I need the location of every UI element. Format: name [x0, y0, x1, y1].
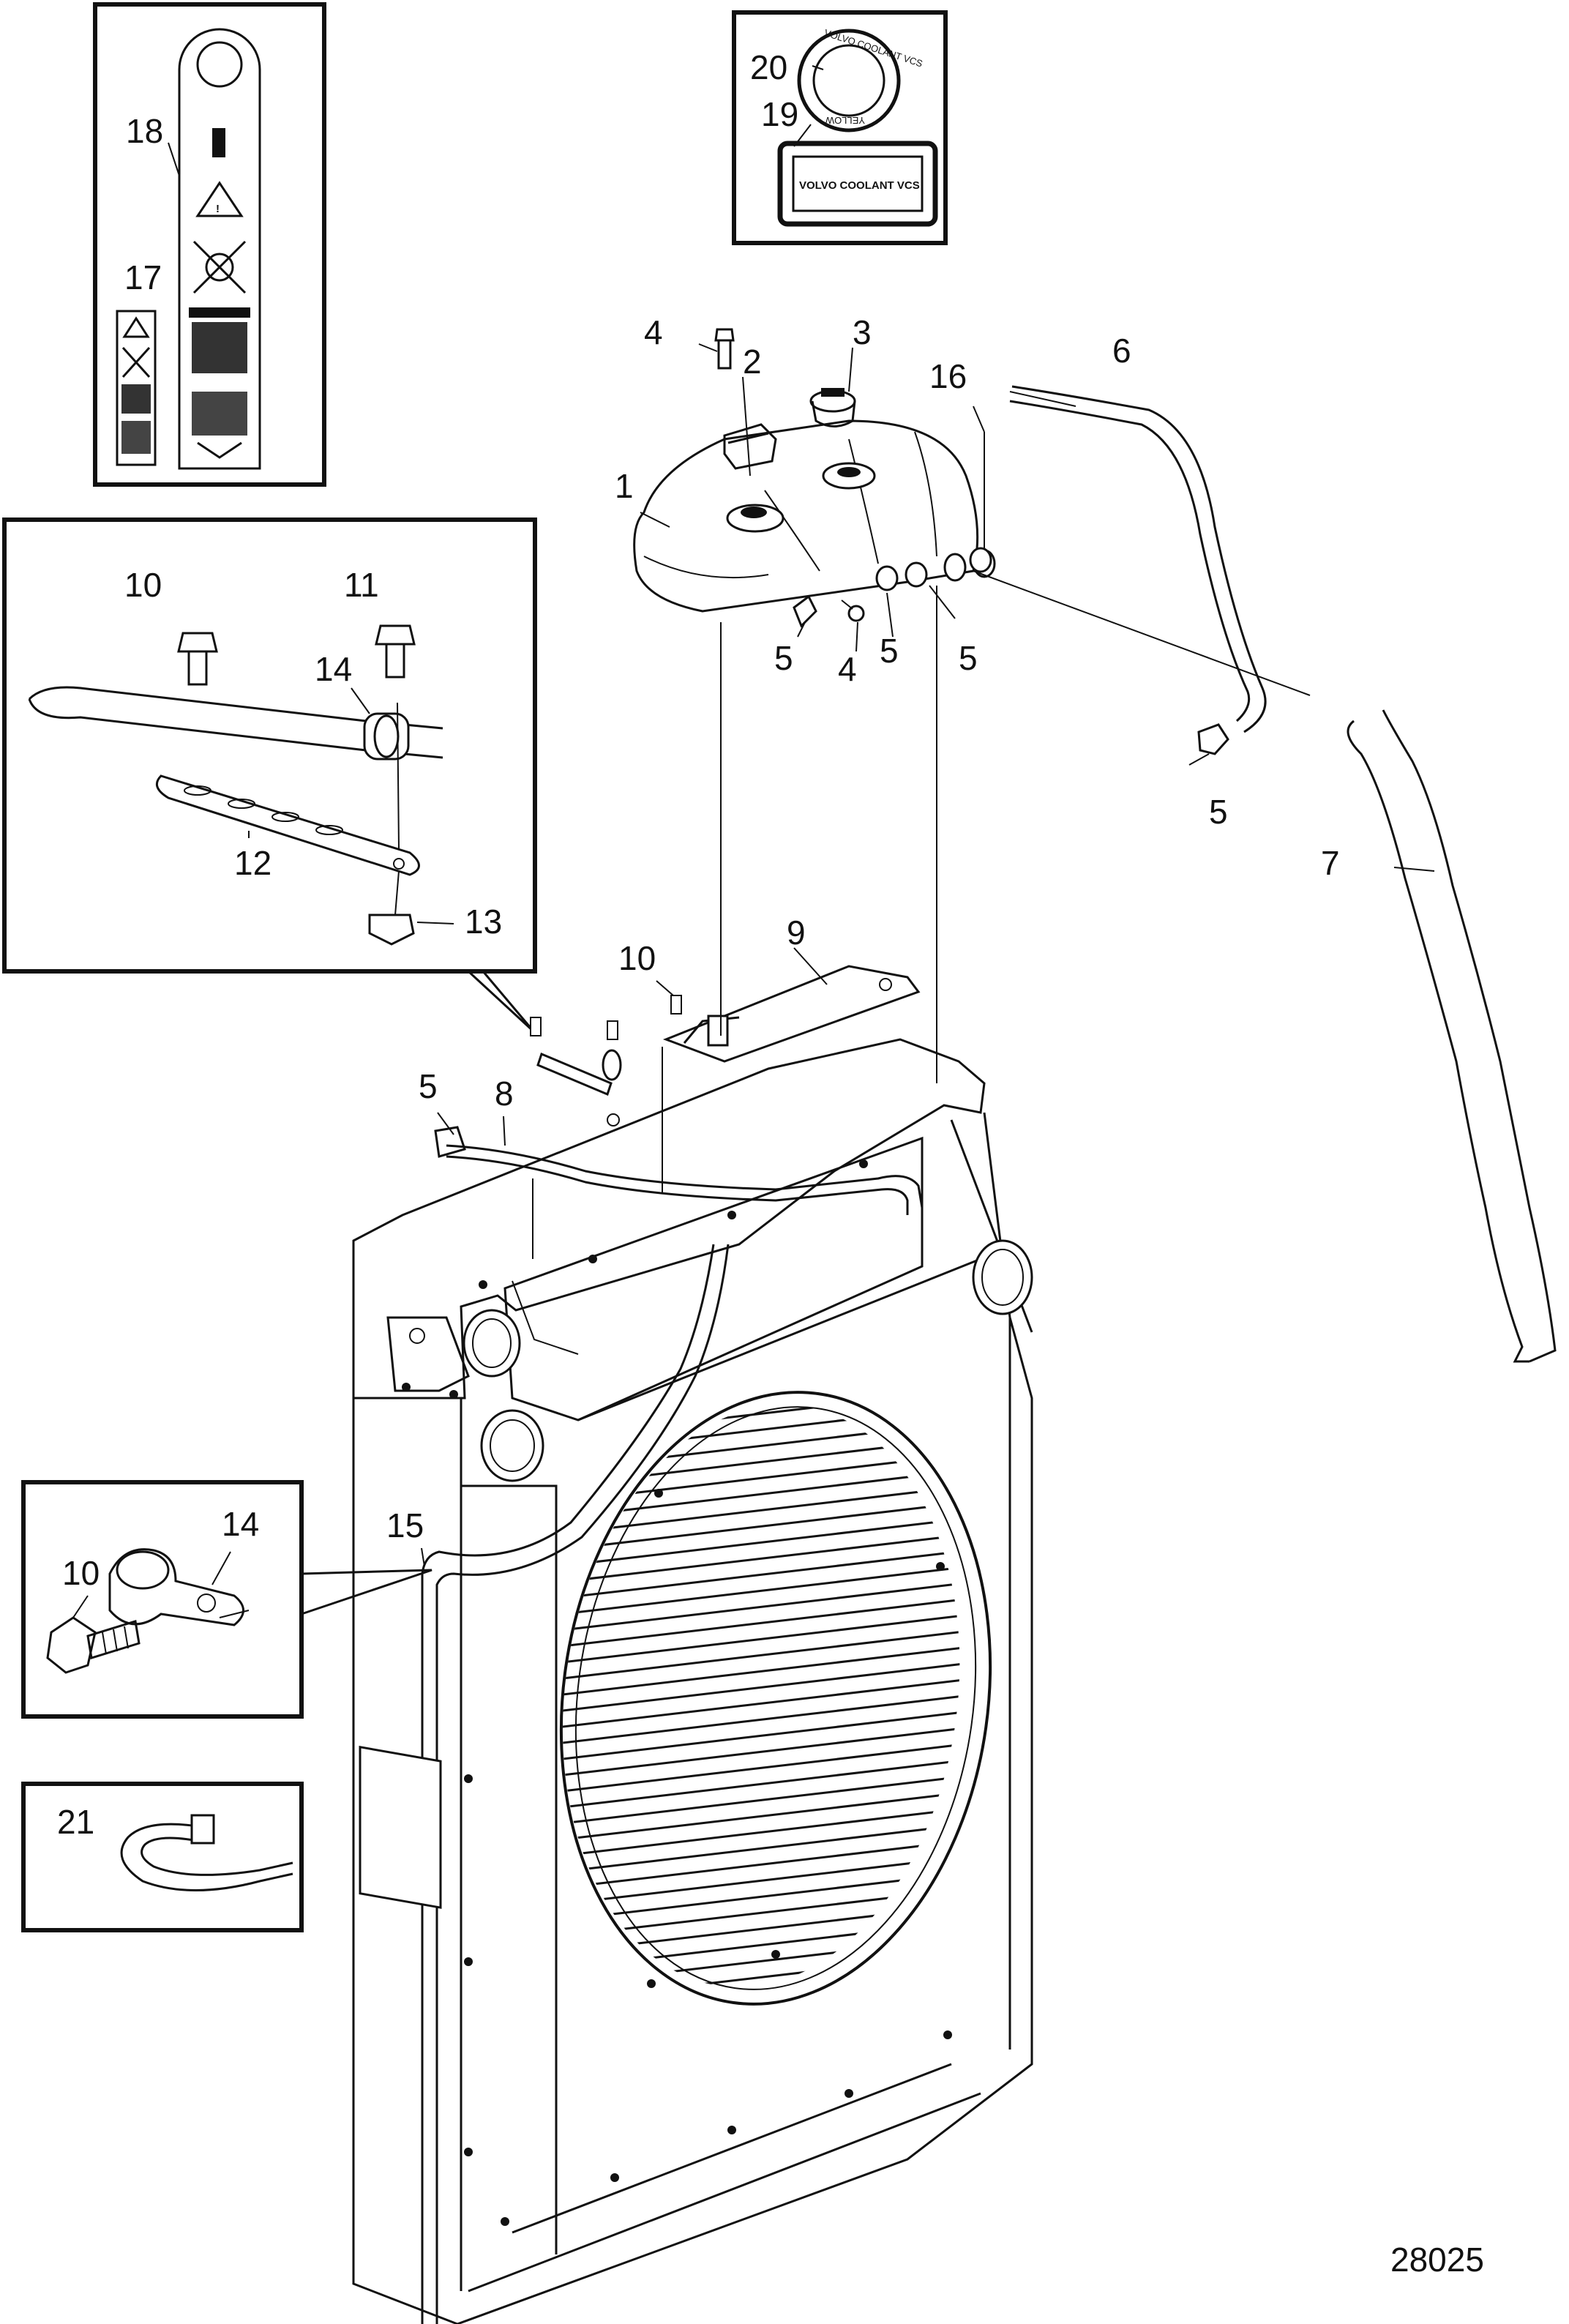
- fin-line: [555, 1820, 996, 1874]
- fin-line: [555, 1562, 996, 1616]
- fin-line: [555, 1626, 996, 1681]
- decal-inset-box: ! 17 18: [93, 2, 326, 487]
- label-14-inset: 14: [315, 650, 352, 688]
- label-4-bottom: 4: [838, 650, 857, 688]
- label-12: 12: [234, 844, 272, 882]
- mounting-holes: [402, 1159, 952, 2226]
- fin-line: [555, 1514, 996, 1568]
- hose-7: [1347, 709, 1557, 1363]
- fin-line: [555, 1546, 996, 1600]
- clamp-bolt-inset-box: 10 14: [21, 1480, 304, 1719]
- fin-line: [555, 1997, 996, 2014]
- radiator-core: [352, 1038, 1033, 2324]
- hose-bracket-inset-box: 10 11 14 12 13: [2, 518, 537, 974]
- label-18: 18: [126, 112, 163, 150]
- fin-line: [555, 1498, 996, 1552]
- fin-line: [555, 1675, 996, 1729]
- label-7: 7: [1321, 844, 1340, 882]
- leader-lines: [421, 343, 1435, 1567]
- coolant-plate-text: VOLVO COOLANT VCS: [799, 179, 920, 192]
- coolant-decal-inset-box: VOLVO COOLANT VCS YELLOW VOLVO COOLANT V…: [732, 10, 948, 245]
- bolt-4-bottom: [841, 599, 865, 622]
- label-15: 15: [386, 1506, 424, 1544]
- fin-line: [555, 1804, 996, 1858]
- radiator-pipes: [386, 1239, 1033, 1482]
- svg-text:!: !: [216, 203, 220, 215]
- label-4-top: 4: [644, 313, 663, 351]
- label-5-e: 5: [419, 1067, 438, 1105]
- clamp-5-hose: [1197, 723, 1229, 755]
- label-10-inset: 10: [124, 566, 162, 604]
- label-20: 20: [750, 48, 787, 86]
- fin-line: [555, 1755, 996, 1809]
- bracket-9: [662, 965, 921, 1063]
- cap-color-text: YELLOW: [825, 115, 865, 126]
- label-10-lower-inset: 10: [62, 1554, 100, 1592]
- label-21: 21: [57, 1803, 94, 1841]
- cable-tie-inset-box: 21: [21, 1782, 304, 1932]
- fin-line: [555, 1594, 996, 1648]
- bracket-hardware-small: [530, 995, 682, 1126]
- lower-inset-pointer: [301, 1569, 432, 1615]
- label-5-b: 5: [880, 632, 899, 670]
- fin-line: [555, 1643, 996, 1697]
- fin-line: [555, 1723, 996, 1777]
- expansion-tank: [633, 419, 996, 613]
- clamps-5-tank: [793, 547, 992, 628]
- label-2: 2: [743, 343, 762, 381]
- hose-6: [1009, 385, 1267, 733]
- label-5-a: 5: [774, 639, 793, 677]
- inset-pointer: [467, 970, 536, 1034]
- fin-line: [555, 1610, 996, 1664]
- label-1: 1: [615, 467, 634, 505]
- fin-line: [555, 1707, 996, 1761]
- label-5-d: 5: [1209, 793, 1228, 831]
- fin-line: [555, 1771, 996, 1826]
- label-19: 19: [761, 95, 798, 133]
- label-3: 3: [853, 313, 872, 351]
- fin-line: [555, 1691, 996, 1745]
- side-plate: [359, 1745, 442, 1909]
- fin-line: [555, 1739, 996, 1793]
- label-9: 9: [787, 913, 806, 952]
- plug-2: [723, 423, 777, 470]
- hose-15: [421, 1244, 730, 2324]
- fin-line: [555, 1787, 996, 1842]
- label-13: 13: [465, 903, 502, 941]
- label-17: 17: [124, 258, 162, 296]
- label-8: 8: [495, 1075, 514, 1113]
- label-16: 16: [929, 357, 967, 395]
- label-11: 11: [344, 566, 379, 604]
- fin-line: [555, 1578, 996, 1632]
- hose-8: [434, 1126, 924, 1215]
- label-6: 6: [1112, 332, 1131, 370]
- fin-line: [555, 1530, 996, 1584]
- pressure-cap-3: [809, 388, 856, 427]
- label-10-main: 10: [618, 939, 656, 977]
- label-5-c: 5: [959, 639, 978, 677]
- label-14-lower-inset: 14: [222, 1505, 259, 1543]
- figure-number: 28025: [1390, 2241, 1484, 2279]
- bolt-4-top: [714, 328, 735, 370]
- fin-line: [555, 1659, 996, 1713]
